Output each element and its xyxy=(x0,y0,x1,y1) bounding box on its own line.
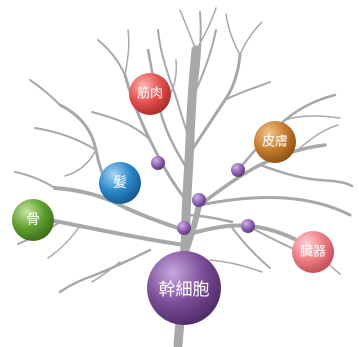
node-organ: 臓器 xyxy=(292,231,334,273)
node-bone-label: 骨 xyxy=(26,212,40,228)
node-organ-label: 臓器 xyxy=(300,245,326,260)
node-muscle: 筋肉 xyxy=(129,73,171,115)
node-hair: 髪 xyxy=(99,162,141,204)
junction-dot xyxy=(177,221,191,235)
node-skin-label: 皮膚 xyxy=(262,134,288,150)
node-stem-cell: 幹細胞 xyxy=(147,251,221,325)
node-muscle-label: 筋肉 xyxy=(137,86,163,102)
node-bone: 骨 xyxy=(12,199,54,241)
junction-dot xyxy=(151,156,165,170)
tree-branches xyxy=(14,7,354,294)
node-hair-label: 髪 xyxy=(113,175,127,191)
junction-dot xyxy=(192,193,206,207)
node-stem-cell-label: 幹細胞 xyxy=(159,279,210,300)
junction-dot xyxy=(241,219,255,233)
junction-dot xyxy=(231,163,245,177)
branch-junctions xyxy=(151,156,255,235)
node-skin: 皮膚 xyxy=(254,121,296,163)
